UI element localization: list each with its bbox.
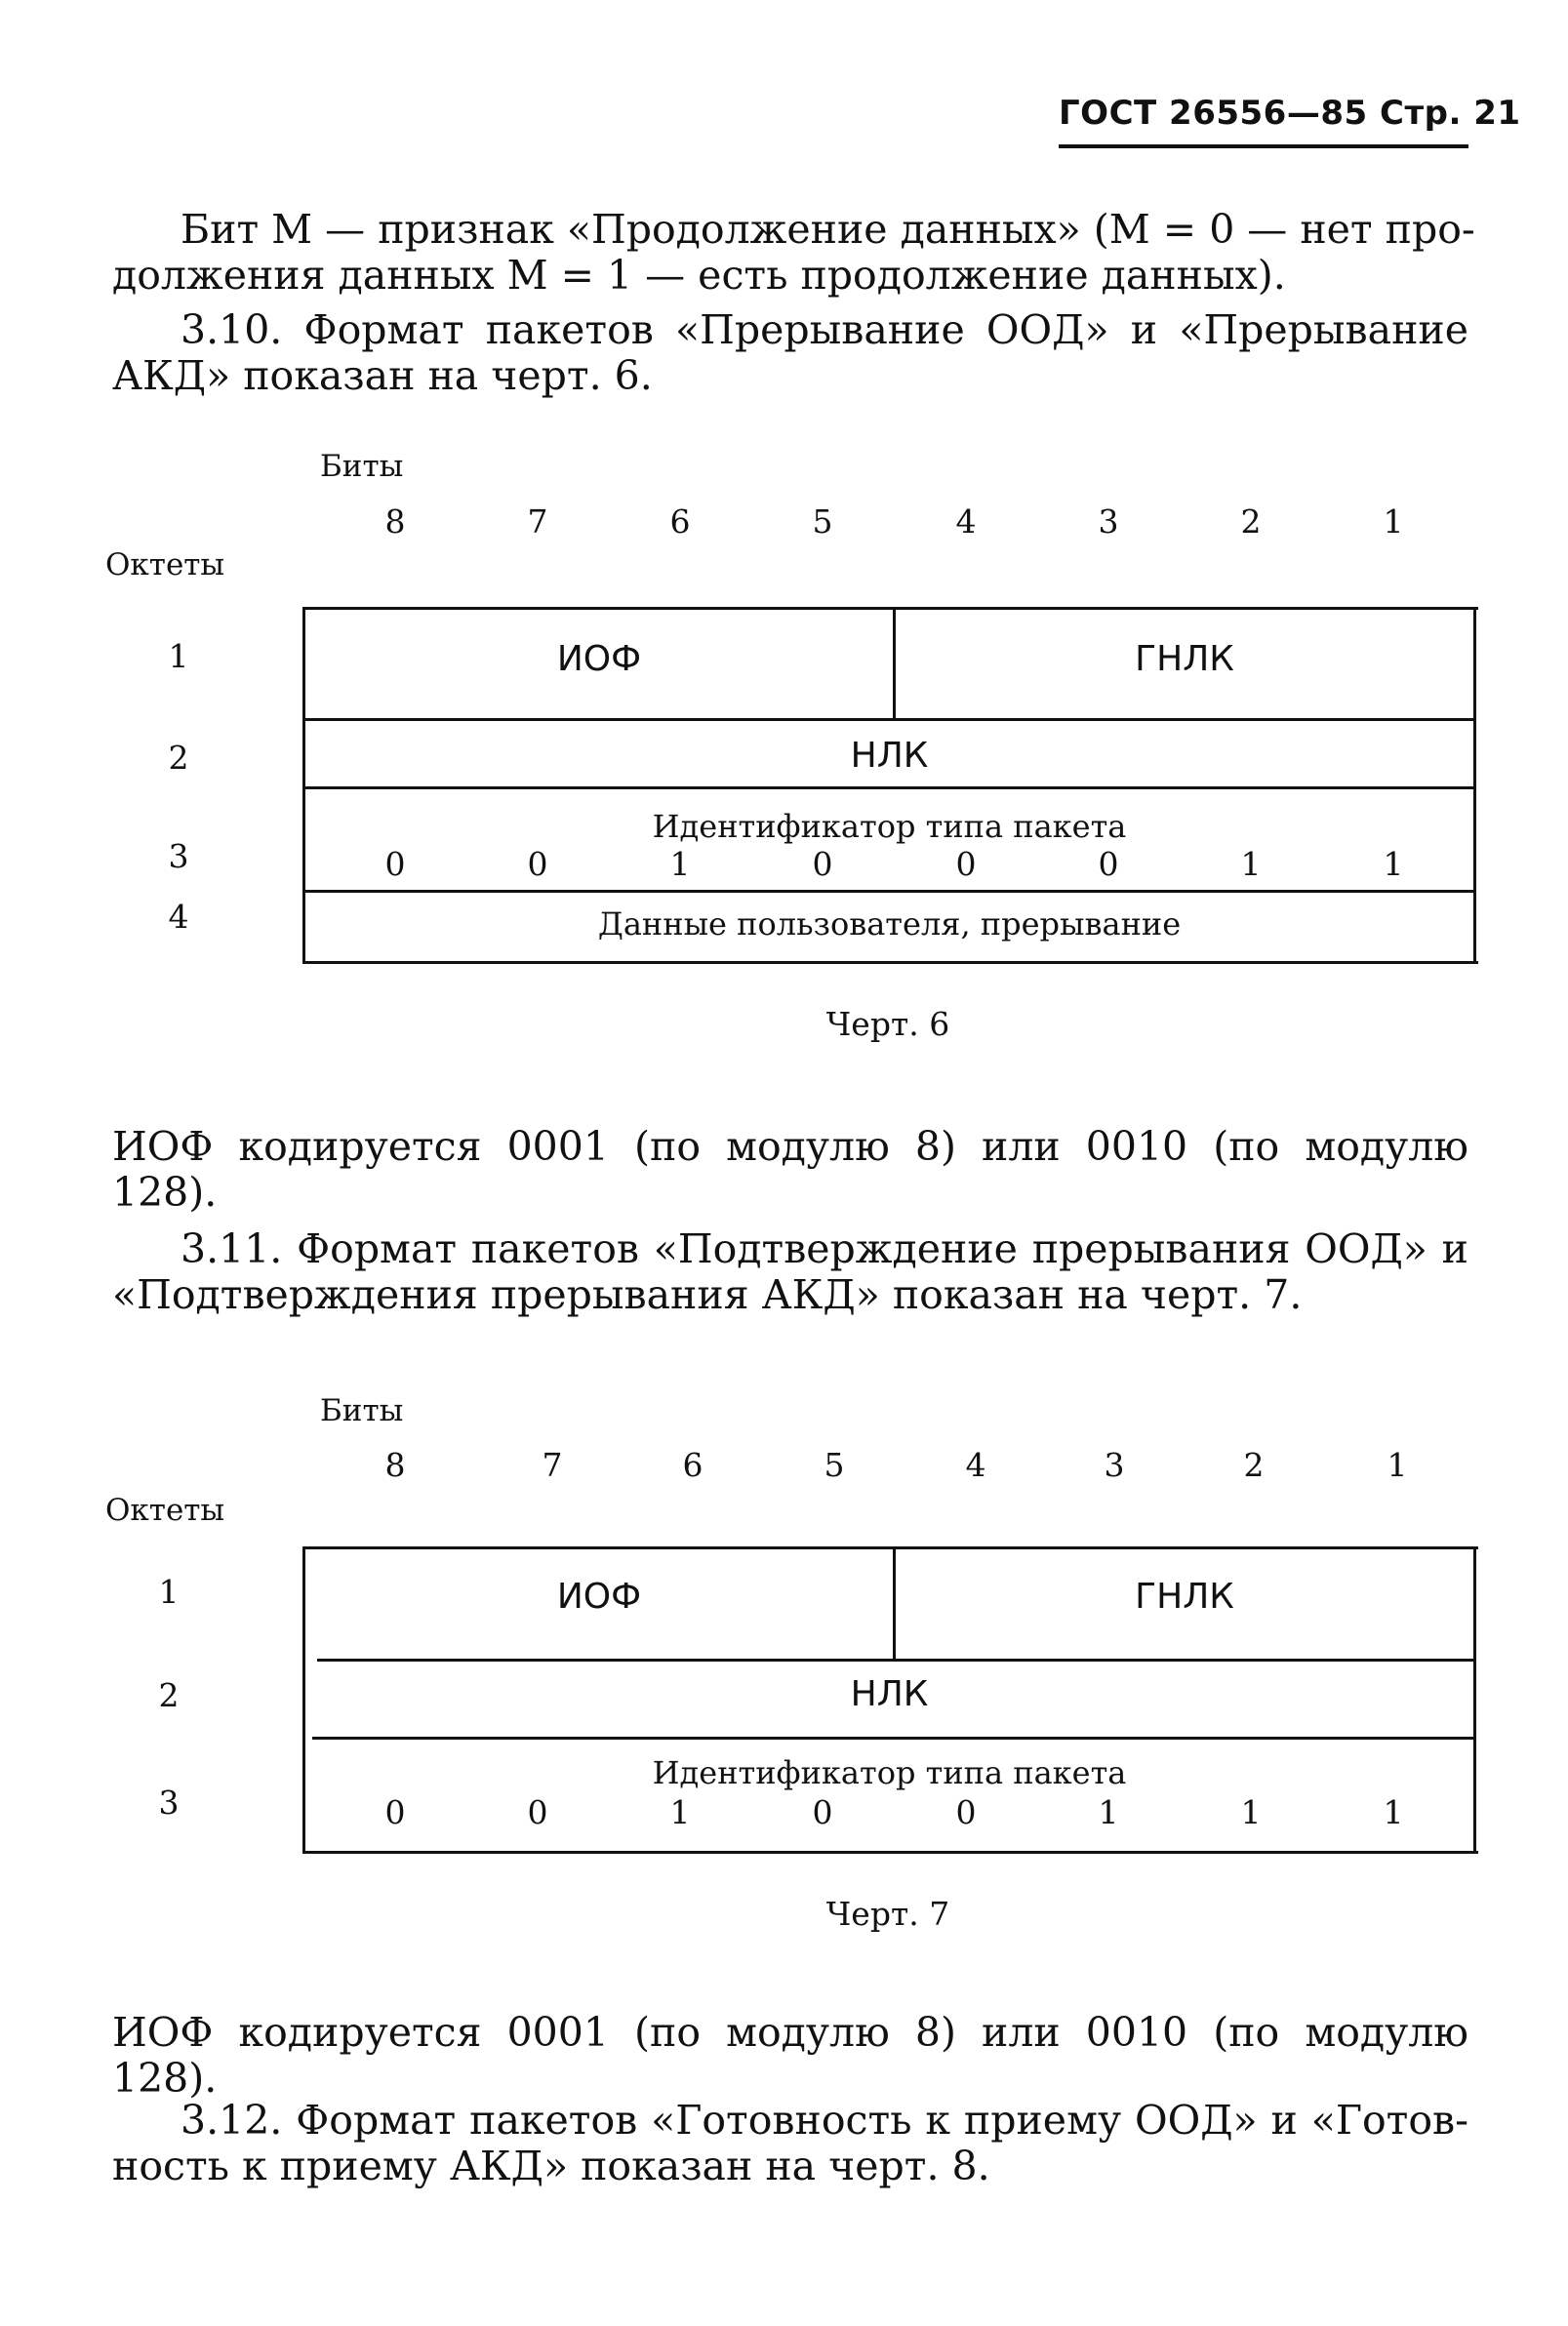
text-line: АКД» показан на черт. 6. <box>112 352 653 399</box>
type-bit: 0 <box>384 1793 406 1831</box>
bit-number: 1 <box>1383 502 1404 541</box>
text-line: 128). <box>112 2055 218 2102</box>
frame-left <box>302 607 305 964</box>
field-gnlk: ГНЛК <box>1135 1577 1234 1617</box>
figure-caption: Черт. 7 <box>825 1895 950 1933</box>
type-bit: 1 <box>669 845 691 883</box>
type-bit: 0 <box>527 1793 548 1831</box>
type-bit: 0 <box>812 845 833 883</box>
octets-label: Октеты <box>105 1493 225 1528</box>
text-line: Бит М — признак «Продолжение данных» (М … <box>181 206 1475 253</box>
section-3-11-paragraph: 3.11. Формат пакетов «Подтверждение прер… <box>112 1226 1468 1318</box>
header-rule <box>1059 144 1468 148</box>
bits-label: Биты <box>320 1393 404 1428</box>
text-line: 3.12. Формат пакетов «Готовность к прием… <box>181 2097 1468 2144</box>
column-divider <box>893 607 896 718</box>
type-bit: 1 <box>669 1793 691 1831</box>
field-iof: ИОФ <box>556 639 642 679</box>
text-line: ИОФ кодируется 0001 (по модулю 8) или 00… <box>112 2009 1468 2056</box>
frame-bottom <box>302 961 1478 964</box>
type-bit: 0 <box>955 845 977 883</box>
type-bit: 1 <box>1240 1793 1262 1831</box>
section-3-12-paragraph: 3.12. Формат пакетов «Готовность к прием… <box>112 2098 1468 2189</box>
type-bit: 0 <box>955 1793 977 1831</box>
type-bit: 0 <box>812 1793 833 1831</box>
text-line: 128). <box>112 1169 218 1216</box>
frame-top <box>302 1546 1478 1549</box>
octet-number: 3 <box>158 1784 180 1822</box>
octet-number: 2 <box>168 739 189 777</box>
section-3-10-paragraph: 3.10. Формат пакетов «Прерывание ООД» и … <box>112 307 1468 399</box>
octet-number: 1 <box>168 637 189 675</box>
octets-label: Октеты <box>105 547 225 582</box>
bit-number: 5 <box>812 502 833 541</box>
bit-number: 2 <box>1240 502 1262 541</box>
bit-number: 3 <box>1098 502 1119 541</box>
type-bit: 1 <box>1383 845 1404 883</box>
bit-number: 8 <box>384 1446 406 1484</box>
frame-right <box>1473 607 1476 964</box>
text-line: ность к приему АКД» показан на черт. 8. <box>112 2143 990 2189</box>
after-figure-6-paragraph: ИОФ кодируется 0001 (по модулю 8) или 00… <box>112 1124 1468 1216</box>
bit-number: 2 <box>1243 1446 1265 1484</box>
bit-number: 7 <box>527 502 548 541</box>
field-packet-type-id: Идентификатор типа пакета <box>652 808 1127 845</box>
type-bit: 0 <box>527 845 548 883</box>
bit-number: 3 <box>1104 1446 1125 1484</box>
figure-caption: Черт. 6 <box>825 1005 950 1043</box>
field-nlk: НЛК <box>850 736 929 776</box>
text-line: 3.10. Формат пакетов «Прерывание ООД» и … <box>181 306 1468 353</box>
row-divider <box>302 890 1476 893</box>
octet-number: 1 <box>158 1573 180 1611</box>
bit-number: 7 <box>542 1446 563 1484</box>
bit-number: 5 <box>824 1446 845 1484</box>
type-bit: 0 <box>384 845 406 883</box>
text-line: «Подтверждения прерывания АКД» показан н… <box>112 1271 1303 1318</box>
row-divider <box>302 786 1476 789</box>
page-number: Стр. 21 <box>1380 94 1521 133</box>
bit-number: 4 <box>965 1446 986 1484</box>
intro-paragraph: Бит М — признак «Продолжение данных» (М … <box>112 206 1475 299</box>
text-line: должения данных М = 1 — есть продолжение… <box>112 252 1286 299</box>
type-bit: 0 <box>1098 845 1119 883</box>
row-divider <box>317 1659 1473 1662</box>
after-figure-7-paragraph: ИОФ кодируется 0001 (по модулю 8) или 00… <box>112 2010 1468 2102</box>
frame-bottom <box>302 1851 1478 1854</box>
field-iof: ИОФ <box>556 1577 642 1617</box>
text-line: 3.11. Формат пакетов «Подтверждение прер… <box>181 1225 1468 1272</box>
field-gnlk: ГНЛК <box>1135 639 1234 679</box>
field-user-data-interrupt: Данные пользователя, прерывание <box>597 905 1182 942</box>
column-divider <box>893 1546 896 1659</box>
type-bit: 1 <box>1383 1793 1404 1831</box>
bit-number: 8 <box>384 502 406 541</box>
field-nlk: НЛК <box>850 1674 929 1714</box>
octet-number: 4 <box>168 898 189 936</box>
text-line: ИОФ кодируется 0001 (по модулю 8) или 00… <box>112 1123 1468 1170</box>
standard-number: ГОСТ 26556—85 <box>1059 94 1368 133</box>
row-divider <box>312 1737 1473 1740</box>
bits-label: Биты <box>320 449 404 484</box>
type-bit: 1 <box>1098 1793 1119 1831</box>
row-divider <box>302 718 1476 721</box>
bit-number: 6 <box>682 1446 704 1484</box>
field-packet-type-id: Идентификатор типа пакета <box>652 1754 1127 1791</box>
octet-number: 2 <box>158 1676 180 1714</box>
page-header: ГОСТ 26556—85 Стр. 21 <box>1059 94 1520 133</box>
bit-number: 1 <box>1387 1446 1408 1484</box>
frame-left <box>302 1546 305 1854</box>
frame-top <box>302 607 1478 610</box>
bit-number: 6 <box>669 502 691 541</box>
type-bit: 1 <box>1240 845 1262 883</box>
frame-right <box>1473 1546 1476 1854</box>
bit-number: 4 <box>955 502 977 541</box>
octet-number: 3 <box>168 837 189 875</box>
